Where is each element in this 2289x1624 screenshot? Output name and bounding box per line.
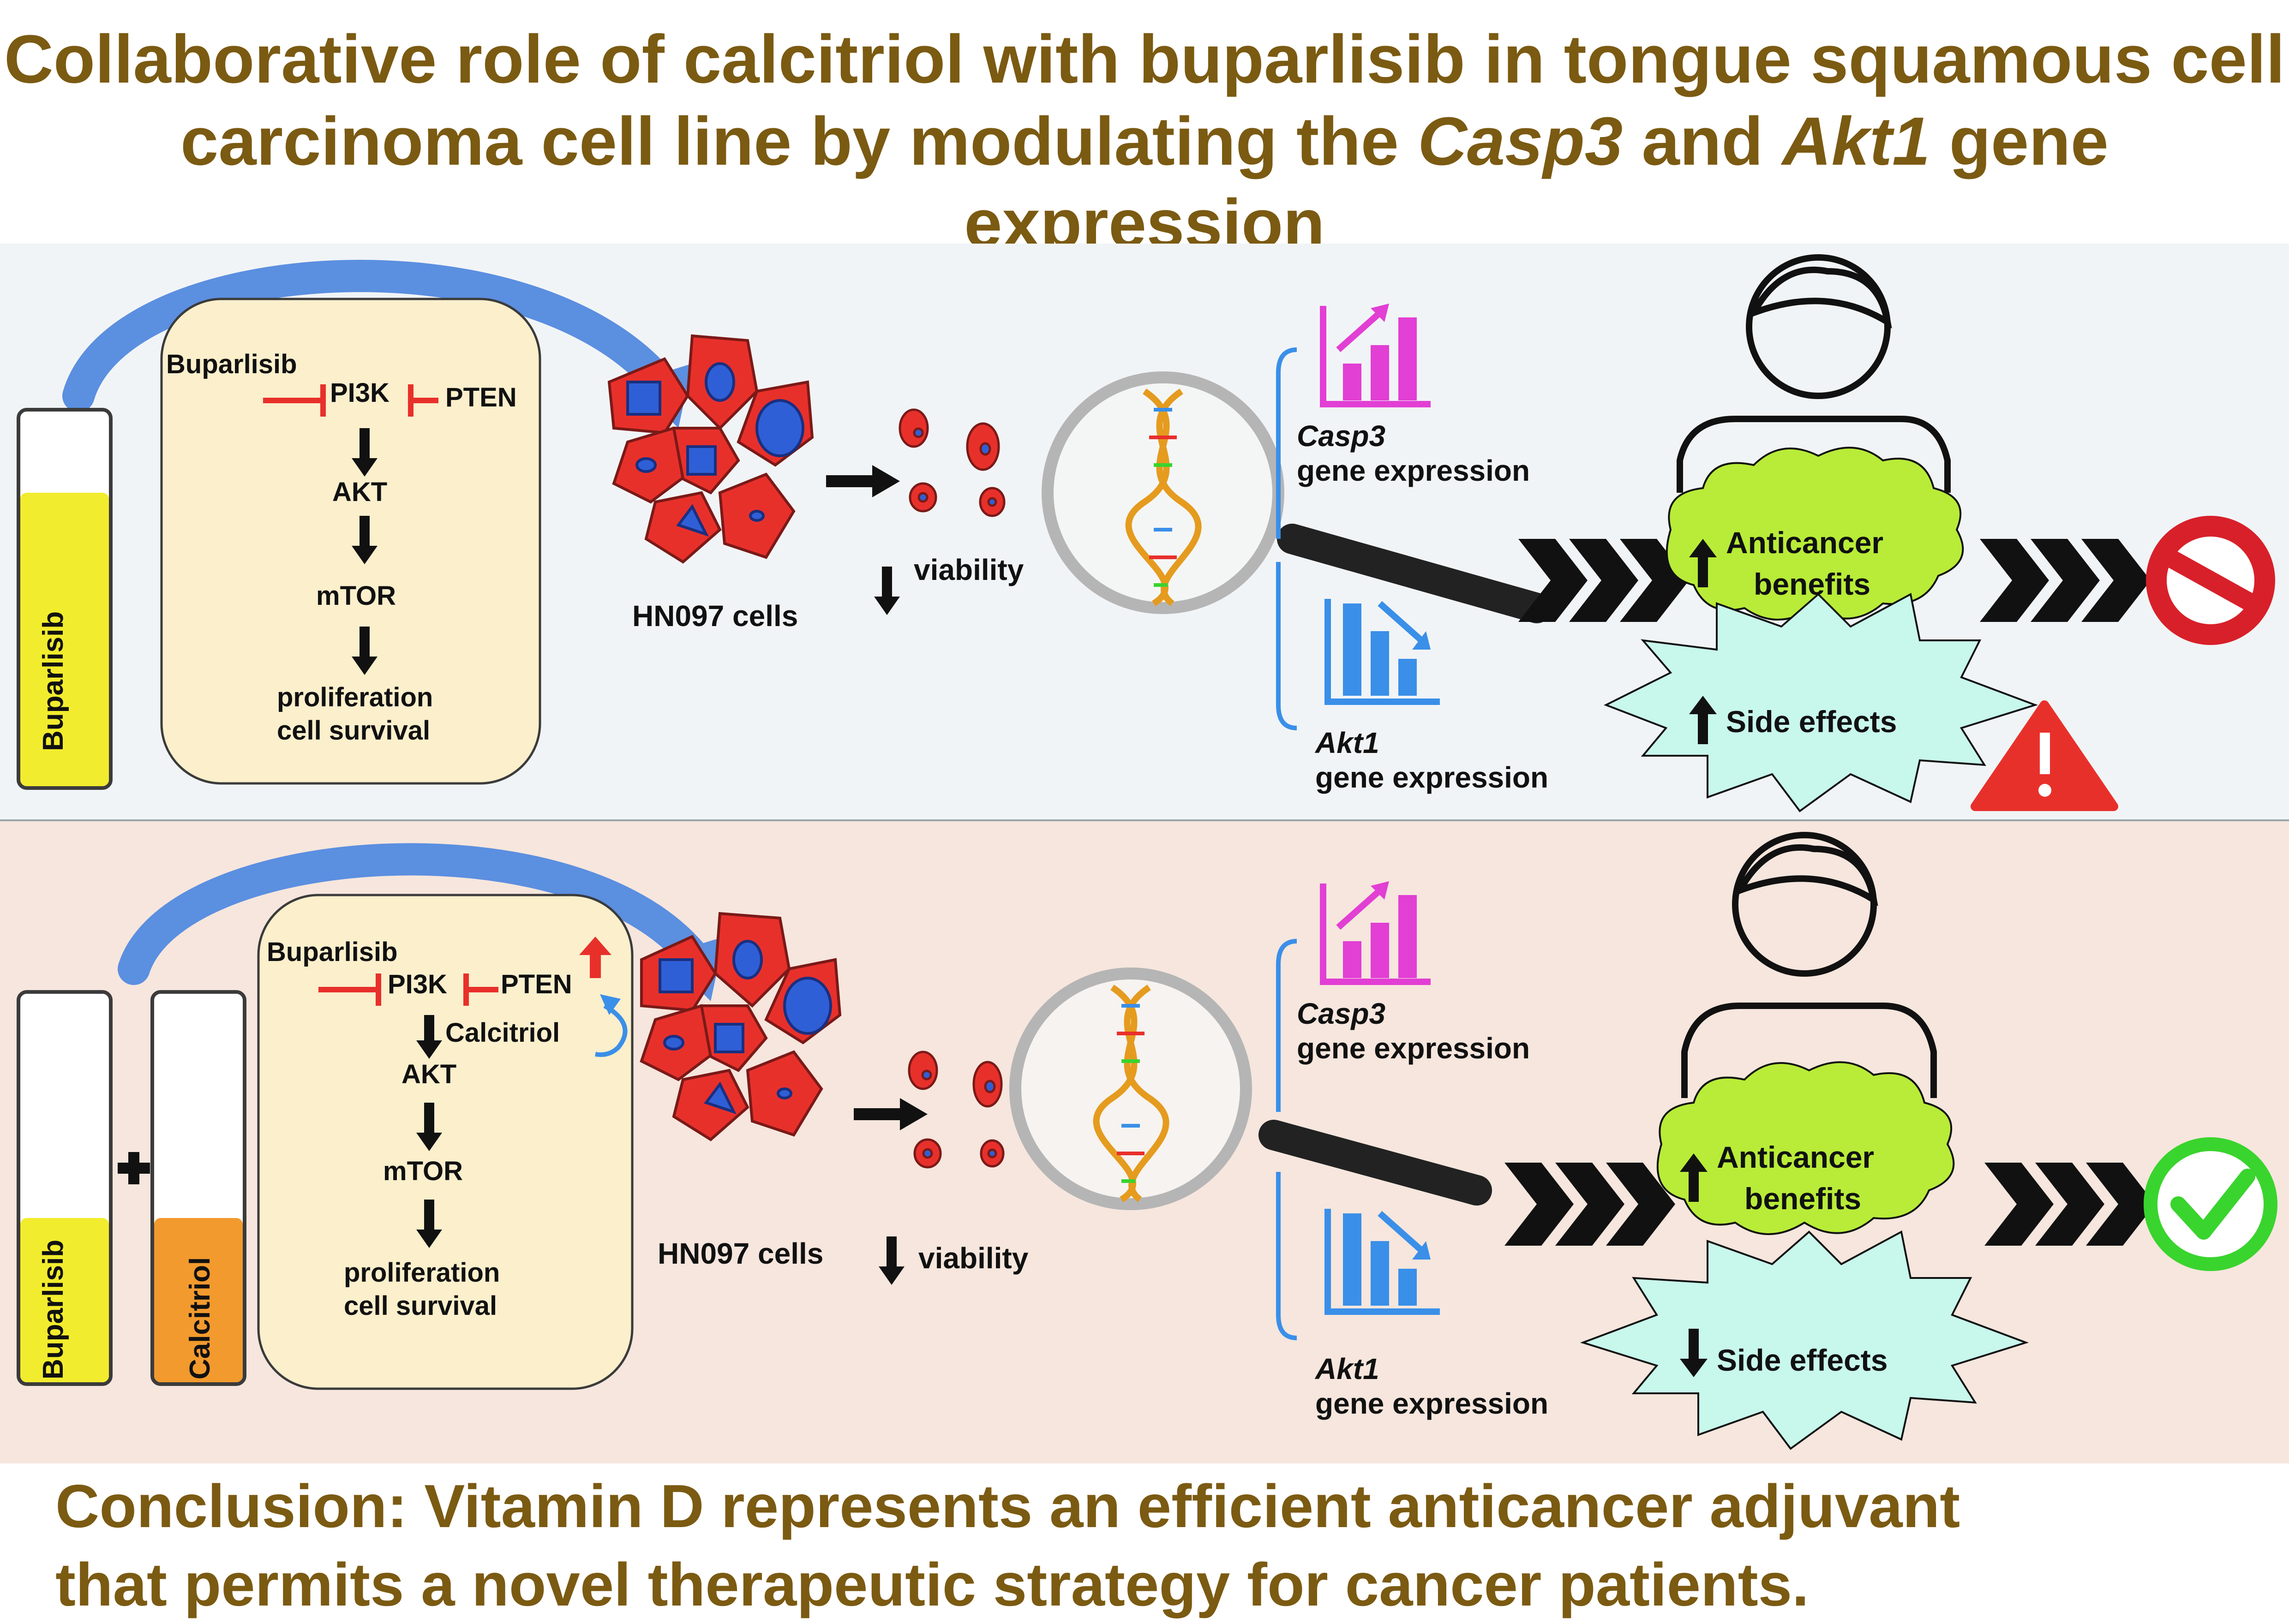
- benefits-line2: benefits: [1744, 1182, 1862, 1216]
- magnifier-dna: [1009, 967, 1492, 1210]
- pathway-calcitriol: Calcitriol: [445, 1018, 560, 1048]
- pathway-mtor: mTOR: [316, 581, 396, 611]
- benefits-line1: Anticancer: [1717, 1140, 1875, 1174]
- tube-label-buparlisib: Buparlisib: [37, 1239, 69, 1379]
- conclusion-line1: Conclusion: Vitamin D represents an effi…: [55, 1472, 1960, 1540]
- calcitriol-tube: [150, 990, 246, 1386]
- pathway-down-arrows: [416, 1015, 442, 1248]
- checkmark-icon: [2144, 1137, 2277, 1271]
- plus-icon: [118, 1152, 150, 1184]
- pathway-proliferation: proliferation: [344, 1258, 500, 1288]
- casp3-expression-label: gene expression: [1297, 454, 1530, 487]
- chevrons-to-outcome: [1980, 539, 2151, 622]
- benefits-up-arrow: [1680, 1153, 1708, 1202]
- magnifier-dna: [1042, 371, 1552, 623]
- pathway-pten: PTEN: [445, 382, 517, 412]
- casp3-expression-label: gene expression: [1297, 1032, 1530, 1065]
- pathway-down-arrows: [352, 428, 378, 675]
- viability-label: viability: [918, 1242, 1029, 1275]
- tube-label-buparlisib: Buparlisib: [37, 611, 69, 751]
- viability-label: viability: [914, 553, 1024, 586]
- pathway-box: [257, 894, 634, 1390]
- akt1-expression-label: gene expression: [1315, 1387, 1549, 1420]
- side-effects-down-arrow: [1680, 1329, 1708, 1377]
- pathway-pi3k: PI3K: [388, 969, 447, 999]
- delivery-arrow: [118, 843, 708, 985]
- casp3-gene-label: Casp3: [1297, 997, 1386, 1030]
- title-gene-akt1: Akt1: [1782, 103, 1930, 179]
- cells-label: HN097 cells: [632, 599, 798, 633]
- apoptotic-cells: [899, 408, 1006, 517]
- side-effects-burst: [1604, 592, 2038, 812]
- title-gene-casp3: Casp3: [1418, 103, 1623, 179]
- side-effects-label: Side effects: [1726, 705, 1897, 739]
- patient-icon: [1681, 832, 1937, 1098]
- pathway-mtor: mTOR: [383, 1156, 463, 1186]
- akt1-gene-label: Akt1: [1315, 726, 1379, 759]
- bottom-panel-artwork: [17, 832, 2277, 1450]
- casp3-up-chart-icon: [1320, 881, 1431, 985]
- title-text-1: Collaborative role of calcitriol with bu…: [4, 21, 2285, 179]
- inhibition-symbols: [318, 973, 498, 1006]
- apoptotic-cells: [908, 1051, 1005, 1169]
- side-effects-up-arrow: [1689, 696, 1717, 744]
- conclusion-line2: that permits a novel therapeutic strateg…: [55, 1551, 1809, 1618]
- hn097-cell-cluster: [640, 912, 842, 1141]
- akt1-down-chart-icon: [1324, 599, 1440, 705]
- pathway-akt: AKT: [332, 477, 388, 507]
- pathway-proliferation: proliferation: [277, 682, 433, 712]
- figure-title: Collaborative role of calcitriol with bu…: [0, 18, 2289, 265]
- cells-label: HN097 cells: [658, 1237, 824, 1270]
- benefits-line2: benefits: [1754, 567, 1871, 601]
- delivery-arrow: [62, 260, 676, 412]
- chevrons-to-patient: [1518, 539, 1689, 622]
- viability-down-arrow: [879, 1236, 905, 1285]
- pathway-drug: Buparlisib: [267, 937, 398, 967]
- buparlisib-tube: [17, 990, 113, 1386]
- akt1-expression-label: gene expression: [1315, 761, 1549, 794]
- inhibition-symbols: [263, 384, 438, 417]
- pten-up-arrow: [579, 937, 611, 978]
- prohibited-icon: [2146, 516, 2275, 645]
- hn097-cell-cluster: [607, 334, 814, 564]
- benefits-up-arrow: [1689, 539, 1717, 587]
- feedback-arrowhead: [600, 994, 621, 1015]
- pathway-pi3k: PI3K: [330, 378, 389, 408]
- warning-icon: [1971, 700, 2118, 811]
- cells-to-fragments-arrow: [826, 465, 900, 497]
- benefits-line1: Anticancer: [1726, 525, 1884, 560]
- side-effects-label: Side effects: [1717, 1343, 1888, 1377]
- pathway-pten: PTEN: [501, 969, 572, 999]
- akt1-gene-label: Akt1: [1315, 1352, 1379, 1385]
- pathway-cell-survival: cell survival: [344, 1291, 497, 1321]
- gene-bracket: [1276, 939, 1297, 1340]
- gene-bracket: [1276, 347, 1297, 730]
- buparlisib-tube: [17, 408, 113, 790]
- calcitriol-feedback-arrow: [595, 1003, 628, 1057]
- pathway-box: [160, 298, 541, 785]
- casp3-gene-label: Casp3: [1297, 419, 1386, 453]
- viability-down-arrow: [874, 567, 900, 615]
- akt1-down-chart-icon: [1324, 1209, 1440, 1315]
- side-effects-burst: [1580, 1230, 2029, 1450]
- casp3-up-chart-icon: [1320, 304, 1431, 407]
- conclusion: Conclusion: Vitamin D represents an effi…: [55, 1467, 2252, 1624]
- patient-icon: [1677, 254, 1951, 493]
- combination-panel: Buparlisib Calcitriol Buparlisib PI3K PT…: [0, 821, 2289, 1463]
- pathway-akt: AKT: [401, 1059, 457, 1089]
- top-panel-artwork: [17, 254, 2275, 812]
- chevrons-to-patient: [1504, 1163, 1675, 1246]
- chevrons-to-outcome: [1984, 1163, 2155, 1246]
- pathway-cell-survival: cell survival: [277, 716, 431, 746]
- cells-to-fragments-arrow: [854, 1098, 928, 1130]
- tube-label-calcitriol: Calcitriol: [184, 1257, 216, 1379]
- pathway-drug: Buparlisib: [166, 349, 297, 379]
- anticancer-benefits-cloud: [1656, 1061, 1955, 1235]
- anticancer-benefits-cloud: [1666, 447, 1964, 621]
- title-text-2: and: [1623, 103, 1782, 179]
- buparlisib-only-panel: Buparlisib Buparlisib PI3K PTEN AKT mTOR…: [0, 244, 2289, 821]
